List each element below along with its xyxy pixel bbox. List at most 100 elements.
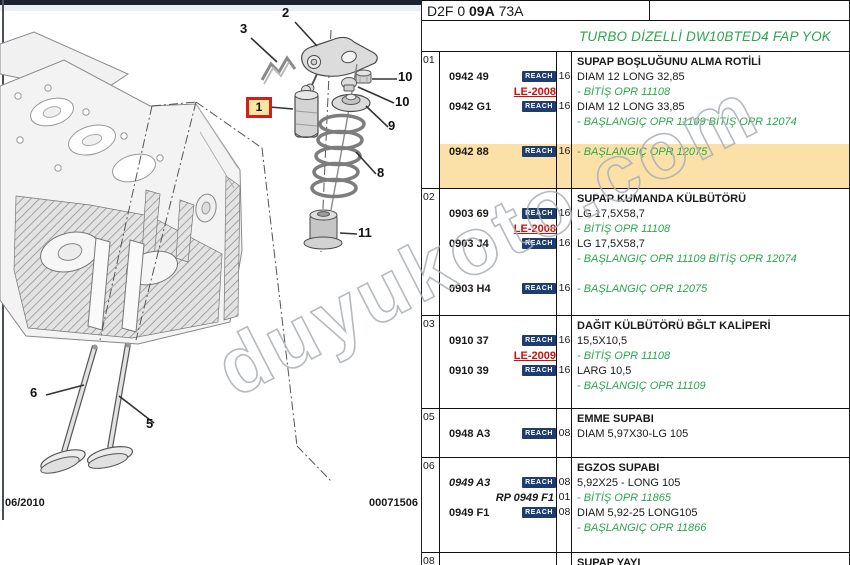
callout-3[interactable]: 3 bbox=[240, 21, 248, 36]
table-row: LE-2008 - BİTİŞ OPR 11108 bbox=[440, 84, 849, 99]
section-number: 08 bbox=[422, 553, 440, 565]
description: - BAŞLANGIÇ OPR 11866 bbox=[577, 521, 707, 534]
catalog-code-suffix: 73A bbox=[494, 3, 524, 19]
description: DAĞIT KÜLBÜTÖRÜ BĞLT KALİPERİ bbox=[577, 319, 771, 332]
table-row: LE-2008 - BİTİŞ OPR 11108 bbox=[440, 221, 849, 236]
diagram-date: 06/2010 bbox=[5, 497, 45, 509]
catalog-code: D2F 0 09A 73A bbox=[422, 1, 650, 20]
table-row[interactable]: 0942 G1 REACH 16 DIAM 12 LONG 33,85 bbox=[440, 99, 849, 114]
table-row[interactable]: 0903 J4 REACH 16 LG 17,5X58,7 bbox=[440, 236, 849, 251]
description: - BİTİŞ OPR 11108 bbox=[577, 222, 671, 235]
reach-badge[interactable]: REACH bbox=[522, 238, 556, 249]
table-row[interactable]: 0949 A3 REACH 08 5,92X25 - LONG 105 bbox=[440, 475, 849, 490]
diagram-doc-number: 00071506 bbox=[369, 497, 418, 509]
reference-cell bbox=[440, 535, 557, 550]
table-row: EMME SUPABI bbox=[440, 411, 849, 426]
table-row: - BAŞLANGIÇ OPR 11109 BİTİŞ OPR 12074 bbox=[440, 251, 849, 266]
part-number: 0903 J4 bbox=[449, 237, 489, 250]
quantity bbox=[557, 535, 572, 550]
column-divider bbox=[571, 409, 572, 457]
column-divider bbox=[571, 316, 572, 408]
callout-10[interactable]: 10 bbox=[398, 69, 413, 84]
quantity bbox=[557, 348, 572, 363]
reach-badge[interactable]: REACH bbox=[522, 335, 556, 346]
reach-badge[interactable]: REACH bbox=[522, 365, 556, 376]
parts-section: 08 SUPAP YAYI 0952 93 REACH 16 DIAM 20,6 bbox=[422, 553, 849, 565]
reference-cell: 0942 88 REACH bbox=[440, 144, 557, 159]
part-number: 0910 37 bbox=[449, 334, 489, 347]
reference-cell: 0948 A3 REACH bbox=[440, 426, 557, 441]
callout-11[interactable]: 11 bbox=[358, 225, 372, 240]
reference-cell: 0903 J4 REACH bbox=[440, 236, 557, 251]
part-note: LE-2008 bbox=[513, 222, 556, 235]
leader-lines bbox=[45, 21, 397, 424]
reference-cell bbox=[440, 520, 557, 535]
table-row: - BAŞLANGIÇ OPR 11109 bbox=[440, 378, 849, 393]
reference-cell: RP 0949 F1 bbox=[440, 490, 557, 505]
table-row[interactable]: 0949 F1 REACH 08 DIAM 5,92-25 LONG105 bbox=[440, 505, 849, 520]
description: LARG 10,5 bbox=[577, 364, 632, 377]
reference-cell: 0949 F1 REACH bbox=[440, 505, 557, 520]
table-row[interactable]: 0942 88 REACH 16 - BAŞLANGIÇ OPR 12075 bbox=[440, 144, 849, 188]
quantity: 16 bbox=[558, 145, 571, 157]
callout-8[interactable]: 8 bbox=[377, 165, 385, 180]
section-lines: EMME SUPABI 0948 A3 REACH 08 DIAM 5,97X3… bbox=[440, 409, 849, 457]
callout-9[interactable]: 9 bbox=[388, 118, 396, 133]
reference-cell: LE-2008 bbox=[440, 221, 557, 236]
table-row bbox=[440, 393, 849, 408]
reach-badge[interactable]: REACH bbox=[522, 428, 556, 439]
table-row[interactable]: 0910 37 REACH 16 15,5X10,5 bbox=[440, 333, 849, 348]
table-row[interactable]: 0948 A3 REACH 08 DIAM 5,97X30-LG 105 bbox=[440, 426, 849, 441]
description: EMME SUPABI bbox=[577, 412, 654, 425]
callout-2[interactable]: 2 bbox=[282, 5, 290, 20]
reach-badge[interactable]: REACH bbox=[522, 146, 556, 157]
description: - BAŞLANGIÇ OPR 12075 bbox=[577, 145, 708, 158]
cylinder-head-block bbox=[0, 31, 243, 345]
reach-badge[interactable]: REACH bbox=[522, 477, 556, 488]
description: SUPAP BOŞLUĞUNU ALMA ROTİLİ bbox=[577, 55, 761, 68]
callout-1[interactable]: 1 bbox=[246, 97, 272, 118]
callout-6[interactable]: 6 bbox=[30, 385, 38, 400]
reach-badge[interactable]: REACH bbox=[522, 71, 556, 82]
reach-badge[interactable]: REACH bbox=[522, 507, 556, 518]
reach-badge[interactable]: REACH bbox=[522, 283, 556, 294]
section-lines: SUPAP BOŞLUĞUNU ALMA ROTİLİ 0942 49 REAC… bbox=[440, 52, 849, 188]
description: - BİTİŞ OPR 11108 bbox=[577, 85, 671, 98]
table-row: LE-2009 - BİTİŞ OPR 11108 bbox=[440, 348, 849, 363]
quantity: 16 bbox=[558, 282, 571, 294]
reference-cell: 0910 39 REACH bbox=[440, 363, 557, 378]
part-number: 0942 49 bbox=[449, 70, 489, 83]
callout-10[interactable]: 10 bbox=[395, 94, 410, 109]
table-row bbox=[440, 441, 849, 457]
table-row bbox=[440, 266, 849, 281]
section-number: 06 bbox=[422, 458, 440, 552]
reach-badge[interactable]: REACH bbox=[522, 208, 556, 219]
reference-cell bbox=[440, 393, 557, 408]
table-row[interactable]: 0903 69 REACH 16 LG 17,5X58,7 bbox=[440, 206, 849, 221]
quantity: 16 bbox=[558, 100, 571, 112]
table-row[interactable]: 0910 39 REACH 16 LARG 10,5 bbox=[440, 363, 849, 378]
table-row bbox=[440, 129, 849, 144]
description: - BAŞLANGIÇ OPR 11109 BİTİŞ OPR 12074 bbox=[577, 115, 797, 128]
table-row[interactable]: 0942 49 REACH 16 DIAM 12 LONG 32,85 bbox=[440, 69, 849, 84]
stem-seal-part bbox=[303, 209, 343, 250]
callout-5[interactable]: 5 bbox=[146, 416, 154, 431]
quantity: 16 bbox=[558, 237, 571, 249]
quantity bbox=[557, 520, 572, 535]
quantity bbox=[557, 441, 572, 456]
column-divider bbox=[571, 553, 572, 565]
reference-cell bbox=[440, 318, 557, 333]
column-divider bbox=[556, 52, 557, 188]
table-row[interactable]: 0903 H4 REACH 16 - BAŞLANGIÇ OPR 12075 bbox=[440, 281, 849, 315]
quantity bbox=[557, 84, 572, 99]
diagram-panel: 2 3 1 10 10 9 8 11 6 5 06/2010 00071506 bbox=[0, 0, 421, 565]
description: DIAM 12 LONG 33,85 bbox=[577, 100, 685, 113]
reach-badge[interactable]: REACH bbox=[522, 101, 556, 112]
reference-cell bbox=[440, 114, 557, 129]
table-row: RP 0949 F1 01 - BİTİŞ OPR 11865 bbox=[440, 490, 849, 505]
section-lines: SUPAP YAYI 0952 93 REACH 16 DIAM 20,6 bbox=[440, 553, 849, 565]
catalog-code-page: 09A bbox=[469, 3, 495, 19]
reference-cell bbox=[440, 555, 557, 565]
parts-section: 03 DAĞIT KÜLBÜTÖRÜ BĞLT KALİPERİ 0910 37… bbox=[422, 316, 849, 409]
description: - BİTİŞ OPR 11865 bbox=[577, 491, 671, 504]
